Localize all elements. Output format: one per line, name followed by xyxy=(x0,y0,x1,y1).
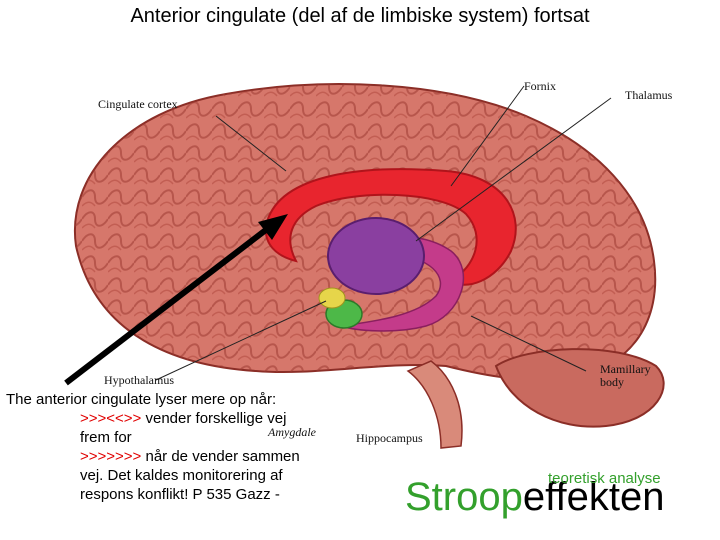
label-hippocampus: Hippocampus xyxy=(356,431,423,445)
caption-line-1: The anterior cingulate lyser mere op når… xyxy=(6,391,277,408)
stroop-effect-heading: Stroopeffekten xyxy=(405,475,664,519)
pointer-arrow-line xyxy=(64,223,273,386)
caption-line-5: vej. Det kaldes monitorering af xyxy=(80,467,283,484)
label-mamillary-body: Mamillary body xyxy=(600,363,651,389)
pointer-arrow-head xyxy=(258,214,288,240)
caption-line-6: respons konflikt! P 535 Gazz - xyxy=(80,486,280,503)
arrows-mixed: >>><<>> xyxy=(80,410,142,427)
hypothalamus-shape xyxy=(318,287,346,309)
label-thalamus: Thalamus xyxy=(625,88,673,102)
label-mamillary-line1: Mamillary xyxy=(600,362,651,376)
thalamus-shape xyxy=(327,217,425,295)
caption-line-4-text: når de vender sammen xyxy=(141,448,300,465)
label-cingulate-cortex: Cingulate cortex xyxy=(98,97,178,111)
label-fornix: Fornix xyxy=(524,79,557,93)
caption-line-3: frem for xyxy=(80,429,132,446)
caption-line-2-text: vender forskellige vej xyxy=(141,410,287,427)
label-hypothalamus: Hypothalamus xyxy=(104,373,174,387)
caption-block: The anterior cingulate lyser mere op når… xyxy=(6,390,300,504)
brain-illustration xyxy=(56,76,718,456)
brainstem xyxy=(406,360,463,449)
label-mamillary-line2: body xyxy=(600,375,624,389)
label-amygdale: Amygdale xyxy=(268,425,316,439)
brain-diagram-svg xyxy=(64,83,665,449)
effekten-word: effekten xyxy=(522,475,665,519)
teoretisk-analyse-overlay: teoretisk analyse xyxy=(548,470,661,487)
caption-line-4: >>>>>>> når de vender sammen xyxy=(6,447,300,466)
caption-line-2: >>><<>> vender forskellige vej xyxy=(6,409,300,428)
arrows-same: >>>>>>> xyxy=(80,448,142,465)
cerebellum xyxy=(494,348,665,428)
stroop-word: Stroop xyxy=(405,475,523,519)
slide-title: Anterior cingulate (del af de limbiske s… xyxy=(130,5,590,27)
